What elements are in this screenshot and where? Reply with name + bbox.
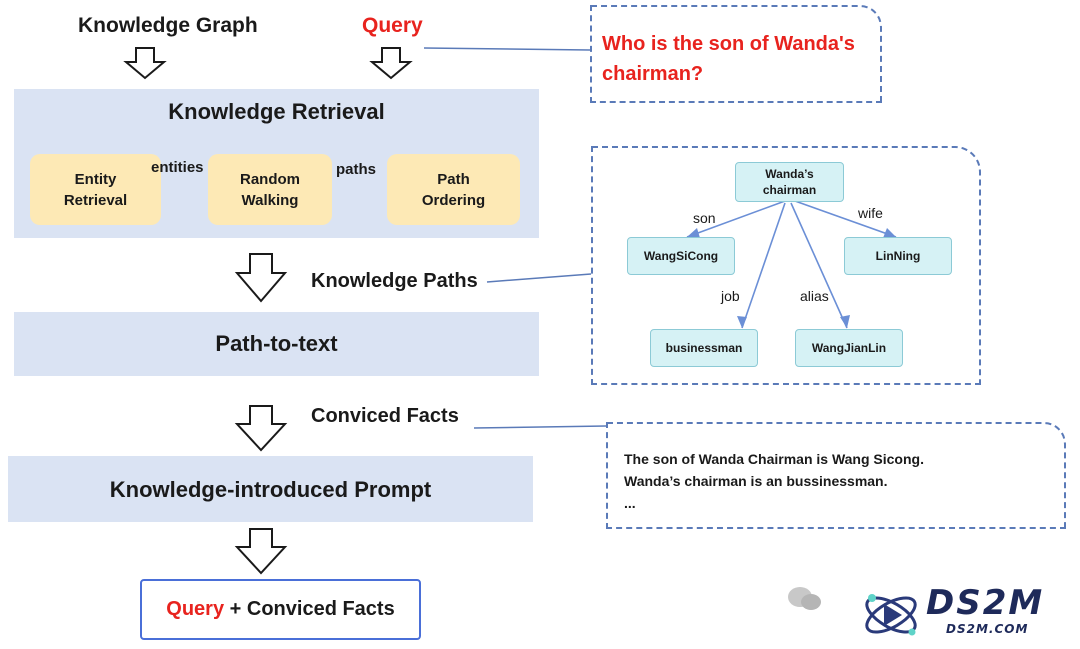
final-output-box: Query + Conviced Facts <box>140 579 421 640</box>
node-line: Wanda’s <box>765 167 814 181</box>
down-arrow-icon <box>234 405 288 452</box>
query-label: Query <box>362 14 423 37</box>
query-leader-line <box>423 47 591 51</box>
chat-bubble-icon <box>786 585 822 613</box>
edge-wife <box>794 200 897 238</box>
path-to-text-band: Path-to-text <box>14 312 539 376</box>
step-line: Random <box>240 170 300 188</box>
arrowhead-icon <box>840 315 850 328</box>
watermark-brand: DS2M <box>926 583 1045 623</box>
ds2m-logo-icon <box>860 584 922 646</box>
step-line: Entity <box>74 170 117 188</box>
down-arrow-icon <box>234 528 288 575</box>
paths-connector-label: paths <box>336 161 377 178</box>
fact-line: Wanda’s chairman is an bussinessman. <box>624 473 888 489</box>
step-line: Ordering <box>421 191 486 209</box>
knowledge-graph-box <box>591 146 981 385</box>
watermark-url: DS2M.COM <box>946 622 1029 636</box>
facts-box: The son of Wanda Chairman is Wang Sicong… <box>606 422 1066 529</box>
down-arrow-icon <box>234 253 288 303</box>
edge-label-alias: alias <box>800 288 829 304</box>
query-text: Who is the son of Wanda's chairman? <box>602 33 855 85</box>
knowledge-paths-label: Knowledge Paths <box>311 270 478 292</box>
graph-node-wangjianlin: WangJianLin <box>795 329 903 367</box>
fact-line: The son of Wanda Chairman is Wang Sicong… <box>624 451 924 467</box>
edge-son <box>686 200 786 238</box>
prompt-band: Knowledge-introduced Prompt <box>8 456 533 522</box>
graph-node-wangsicong: WangSiCong <box>627 237 735 275</box>
knowledge-graph-label: Knowledge Graph <box>78 14 258 37</box>
path-to-text-title: Path-to-text <box>215 331 338 356</box>
edge-job <box>741 202 786 329</box>
facts-leader-line <box>473 425 607 429</box>
edge-label-job: job <box>721 288 740 304</box>
step-line: Retrieval <box>63 191 128 209</box>
prompt-title: Knowledge-introduced Prompt <box>109 477 432 502</box>
step-line: Path <box>437 170 470 188</box>
graph-node-businessman: businessman <box>650 329 758 367</box>
arrowhead-icon <box>883 228 896 238</box>
graph-node-linning: LinNing <box>844 237 952 275</box>
edge-label-son: son <box>693 210 716 226</box>
down-arrow-icon <box>123 47 167 80</box>
arrowhead-icon <box>737 316 747 328</box>
down-arrow-icon <box>369 47 413 80</box>
conviced-facts-label: Conviced Facts <box>311 405 459 427</box>
paths-leader-line <box>486 273 592 283</box>
fact-line: ... <box>624 495 636 511</box>
node-line: chairman <box>762 183 817 197</box>
step-line: Walking <box>241 191 299 209</box>
edge-label-wife: wife <box>858 205 883 221</box>
query-box: Who is the son of Wanda's chairman? <box>590 5 882 103</box>
final-facts-text: + Conviced Facts <box>224 598 395 620</box>
facts-text: The son of Wanda Chairman is Wang Sicong… <box>624 448 924 514</box>
final-query-text: Query <box>166 598 225 620</box>
knowledge-retrieval-title: Knowledge Retrieval <box>168 99 385 124</box>
edge-alias <box>790 202 848 329</box>
arrowhead-icon <box>687 228 700 238</box>
entities-connector-label: entities <box>151 159 204 176</box>
graph-node-root: Wanda’s chairman <box>735 162 844 202</box>
